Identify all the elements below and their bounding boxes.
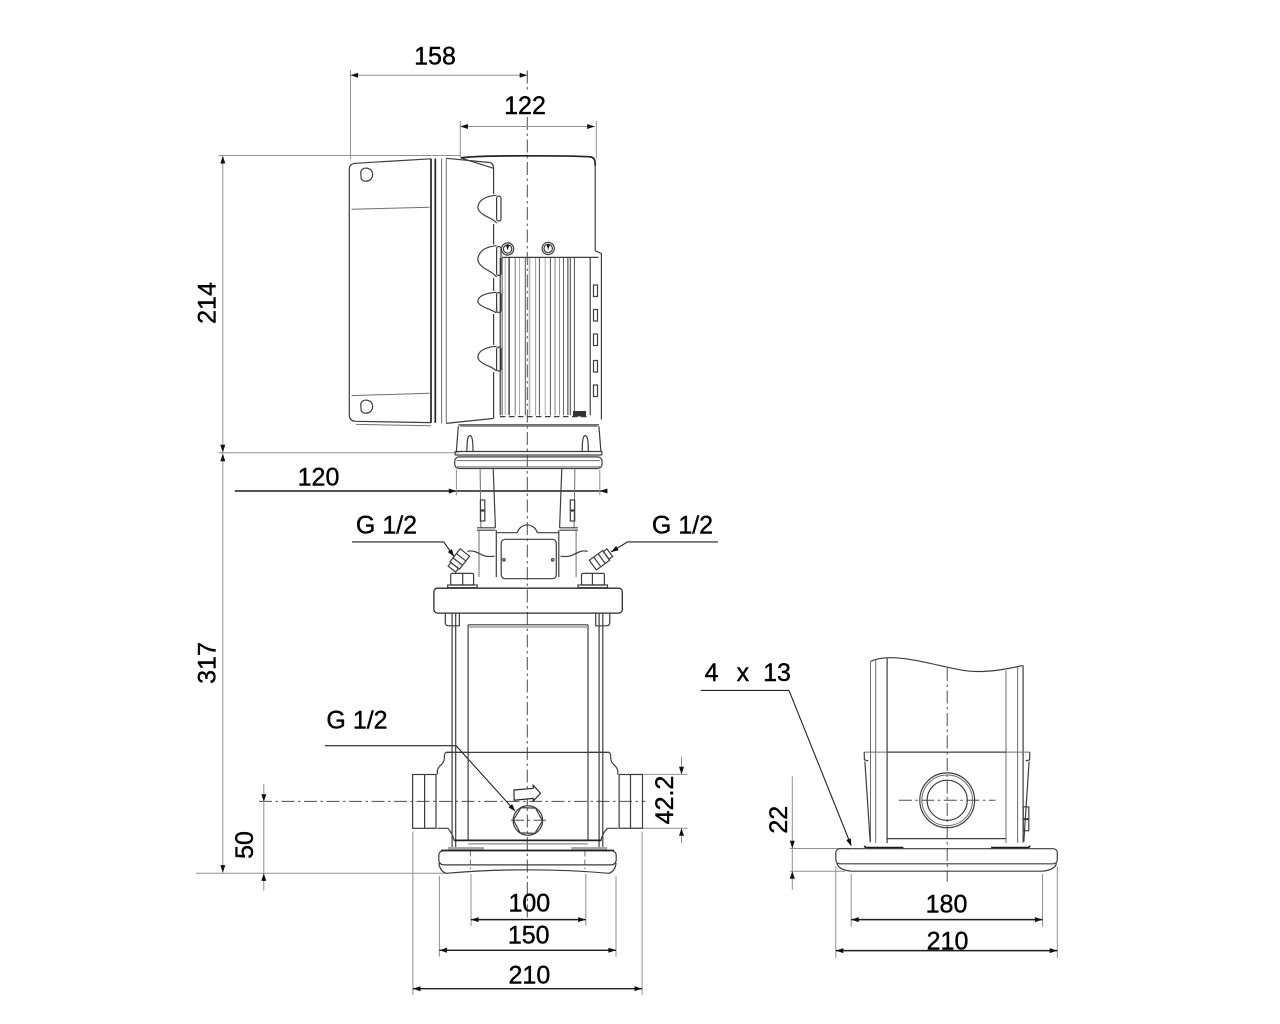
svg-text:210: 210 xyxy=(509,961,551,989)
svg-text:158: 158 xyxy=(414,43,456,71)
svg-text:42.2: 42.2 xyxy=(651,776,679,825)
svg-text:150: 150 xyxy=(508,922,550,950)
svg-text:x: x xyxy=(737,659,750,687)
svg-text:120: 120 xyxy=(298,464,340,492)
svg-text:50: 50 xyxy=(231,831,259,859)
svg-text:22: 22 xyxy=(765,806,793,834)
svg-text:G 1/2: G 1/2 xyxy=(356,512,417,540)
svg-text:4: 4 xyxy=(705,659,719,687)
svg-text:100: 100 xyxy=(508,890,550,918)
svg-text:214: 214 xyxy=(194,282,222,324)
svg-text:180: 180 xyxy=(926,890,968,918)
svg-text:G 1/2: G 1/2 xyxy=(652,512,713,540)
svg-text:13: 13 xyxy=(763,659,791,687)
svg-text:317: 317 xyxy=(194,642,222,684)
svg-text:210: 210 xyxy=(927,928,969,956)
svg-text:122: 122 xyxy=(504,92,546,120)
svg-text:G 1/2: G 1/2 xyxy=(326,707,387,735)
